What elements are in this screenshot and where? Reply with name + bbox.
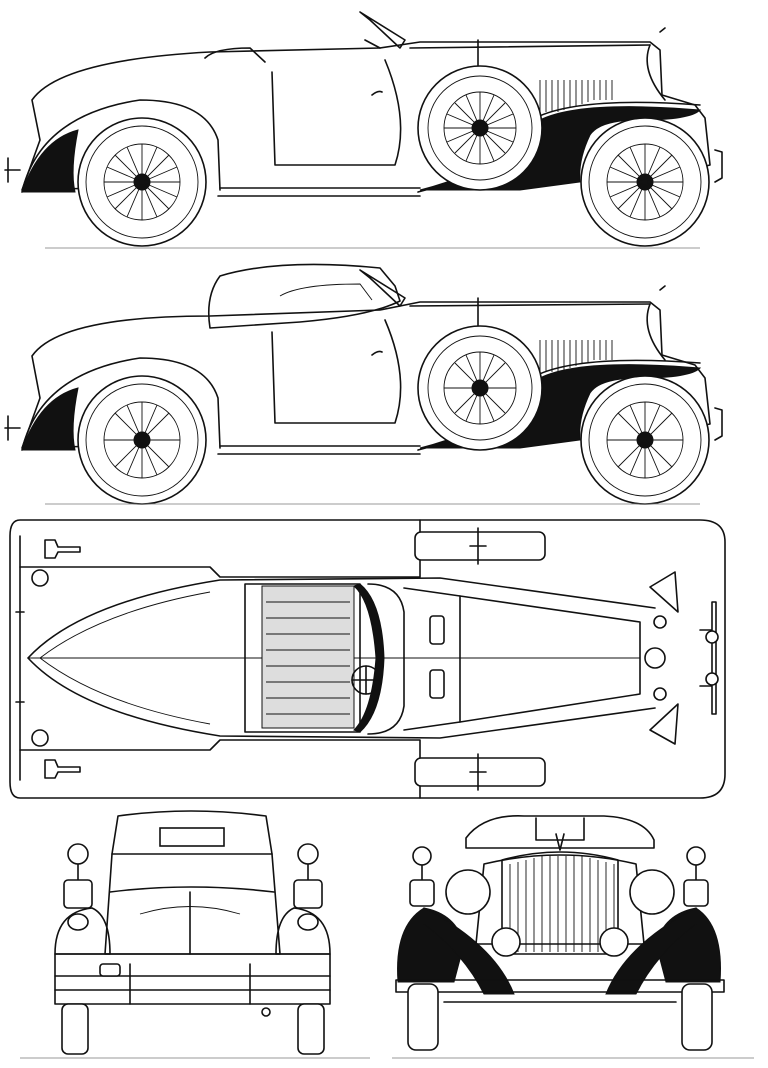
side-view-top-down [0, 0, 768, 258]
front-view [384, 804, 768, 1068]
rear-view [0, 804, 384, 1068]
side-view-top-up [0, 256, 768, 512]
plan-view-top [0, 512, 768, 804]
